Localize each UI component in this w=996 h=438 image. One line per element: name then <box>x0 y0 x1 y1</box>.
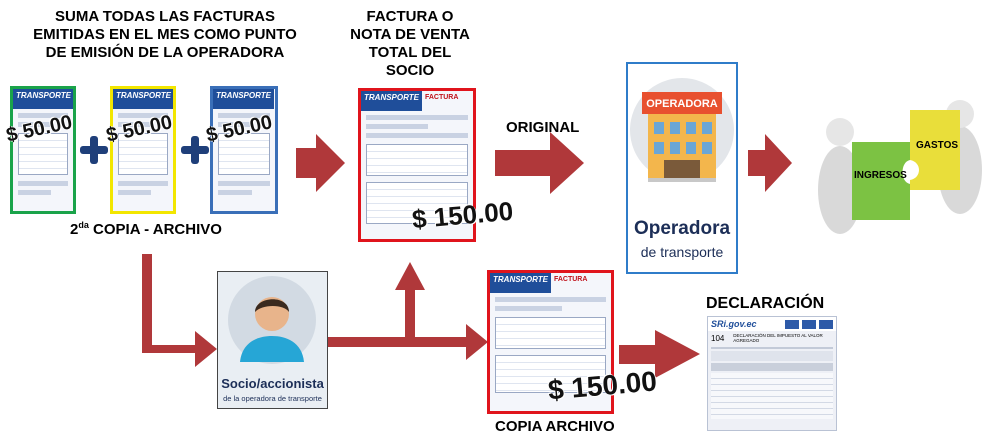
invoice-brand: TRANSPORTE <box>361 91 422 111</box>
arrow-right-3 <box>748 134 792 192</box>
invoice-brand: TRANSPORTE <box>13 89 73 109</box>
plus-icon <box>80 136 108 164</box>
arrow-right-1 <box>296 134 345 192</box>
arrow-right-2 <box>495 132 584 194</box>
operadora-title: Operadora <box>633 218 731 239</box>
invoice-brand: TRANSPORTE <box>113 89 173 109</box>
person-icon <box>228 276 316 364</box>
arrow-up-head <box>395 262 425 290</box>
second-copy-label: 2da COPIA - ARCHIVO <box>70 220 222 238</box>
socio-title: Socio/accionista <box>221 376 324 391</box>
form-number: 104 <box>711 333 725 343</box>
operadora-card: OPERADORA Operadora de transporte <box>626 62 738 274</box>
invoice-type: FACTURA <box>424 94 459 101</box>
middle-header: FACTURA O NOTA DE VENTA TOTAL DEL SOCIO <box>350 8 470 79</box>
arrow-up-stem <box>405 288 415 344</box>
sri-logo: SRi.gov.ec <box>711 319 757 329</box>
arrow-down-left <box>142 254 152 350</box>
second-copy-suffix: da <box>78 220 89 230</box>
plus-icon <box>181 136 209 164</box>
puzzle-right-label: GASTOS <box>916 140 959 151</box>
form-title: DECLARACIÓN DEL IMPUESTO AL VALOR AGREGA… <box>733 333 823 343</box>
original-label: ORIGINAL <box>506 119 580 136</box>
puzzle-image: GASTOS INGRESOS <box>800 70 990 260</box>
puzzle-icon <box>818 100 982 234</box>
socio-subtitle: de la operadora de transporte <box>223 394 322 403</box>
arrow-to-socio <box>142 331 217 367</box>
declaration-form: SRi.gov.ec 104 DECLARACIÓN DEL IMPUESTO … <box>707 316 837 431</box>
operadora-banner: OPERADORA <box>646 98 718 110</box>
arrow-to-declaration <box>619 330 700 378</box>
invoice-brand: TRANSPORTE <box>490 273 551 293</box>
second-copy-number: 2 <box>70 221 79 238</box>
copia-archivo-label: COPIA ARCHIVO <box>495 418 615 435</box>
second-copy-text: COPIA - ARCHIVO <box>88 221 222 238</box>
arrow-to-copy <box>415 324 488 360</box>
puzzle-left-label: INGRESOS <box>854 170 907 181</box>
invoice-brand: TRANSPORTE <box>213 89 274 109</box>
socio-card: Socio/accionista de la operadora de tran… <box>217 271 328 409</box>
invoice-type: FACTURA <box>553 276 588 283</box>
left-header: SUMA TODAS LAS FACTURAS EMITIDAS EN EL M… <box>33 8 297 61</box>
declaracion-label: DECLARACIÓN <box>706 295 825 312</box>
arrow-socio-right <box>328 337 424 347</box>
building-icon <box>630 78 734 182</box>
operadora-subtitle: de transporte <box>640 244 724 260</box>
